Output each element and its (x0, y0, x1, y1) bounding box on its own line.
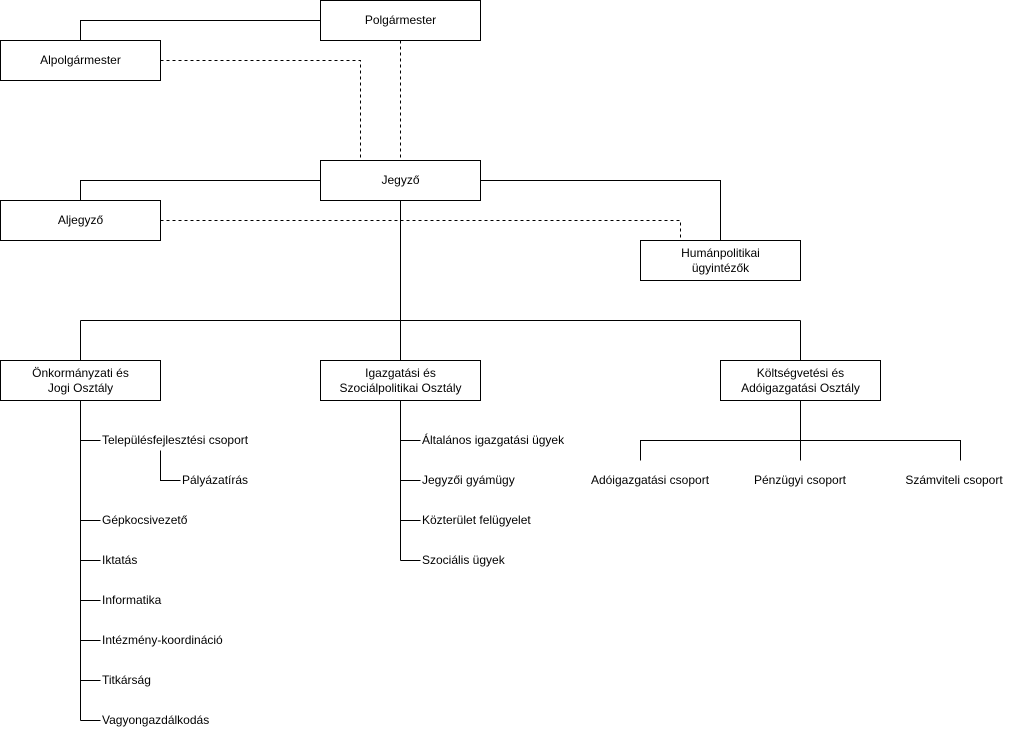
unit-gepkocsivezeto: Gépkocsivezető (102, 513, 188, 527)
node-aljegyzo: Aljegyző (0, 200, 161, 241)
node-alpolgarmester-label: Alpolgármester (40, 53, 121, 67)
connector-palyazatiras (160, 450, 181, 481)
unit-penzugyi-csoport: Pénzügyi csoport (753, 473, 847, 487)
unit-iktatas: Iktatás (102, 553, 138, 567)
unit-vagyongazdalkodas: Vagyongazdálkodás (102, 713, 210, 727)
unit-jegyzoi-gyamugy: Jegyzői gyámügy (422, 473, 515, 487)
node-igazgatasi-osztaly: Igazgatási és Szociálpolitikai Osztály (320, 360, 481, 401)
node-igazgatasi-line2: Szociálpolitikai Osztály (339, 380, 462, 395)
node-humanpolitikai-line1: Humánpolitikai (681, 245, 760, 260)
node-koltsegvetesi-line2: Adóigazgatási Osztály (741, 380, 860, 395)
unit-titkarsag: Titkárság (102, 673, 151, 687)
node-onkormanyzati-line2: Jogi Osztály (47, 380, 114, 395)
unit-informatika: Informatika (102, 593, 162, 607)
node-igazgatasi-line1: Igazgatási és (365, 365, 436, 380)
node-jegyzo: Jegyző (320, 160, 481, 201)
unit-szamviteli-csoport: Számviteli csoport (905, 473, 1003, 487)
node-koltsegvetesi-osztaly: Költségvetési és Adóigazgatási Osztály (720, 360, 881, 401)
unit-palyazatiras: Pályázatírás (182, 473, 249, 487)
node-onkormanyzati-line1: Önkormányzati és (32, 365, 129, 380)
unit-intezmeny-koordinacio: Intézmény-koordináció (102, 633, 223, 647)
dashed-alpolgarmester-jegyzo (160, 60, 361, 161)
unit-adoigazgatasi-csoport: Adóigazgatási csoport (590, 473, 710, 487)
unit-telepulesfejlesztesi: Településfejlesztési csoport (102, 433, 249, 447)
unit-kozterulet-felugyelet: Közterület felügyelet (422, 513, 531, 527)
connector-polgarmester-alpolgarmester (80, 20, 321, 41)
node-humanpolitikai: Humánpolitikai ügyintézők (640, 240, 801, 281)
unit-szocialis-ugyek: Szociális ügyek (422, 553, 505, 567)
node-polgarmester: Polgármester (320, 0, 481, 41)
unit-altalanos-igazgatasi: Általános igazgatási ügyek (422, 433, 565, 447)
node-humanpolitikai-line2: ügyintézők (691, 260, 750, 275)
node-aljegyzo-label: Aljegyző (57, 213, 104, 227)
connector-jegyzo-aljegyzo (80, 180, 321, 201)
dashed-aljegyzo-humanpolitikai (160, 220, 681, 241)
node-koltsegvetesi-line1: Költségvetési és (756, 365, 845, 380)
node-onkormanyzati-osztaly: Önkormányzati és Jogi Osztály (0, 360, 161, 401)
connector-jegyzo-humanpolitikai (480, 180, 721, 241)
node-alpolgarmester: Alpolgármester (0, 40, 161, 81)
node-polgarmester-label: Polgármester (364, 13, 437, 27)
node-jegyzo-label: Jegyző (381, 173, 420, 187)
